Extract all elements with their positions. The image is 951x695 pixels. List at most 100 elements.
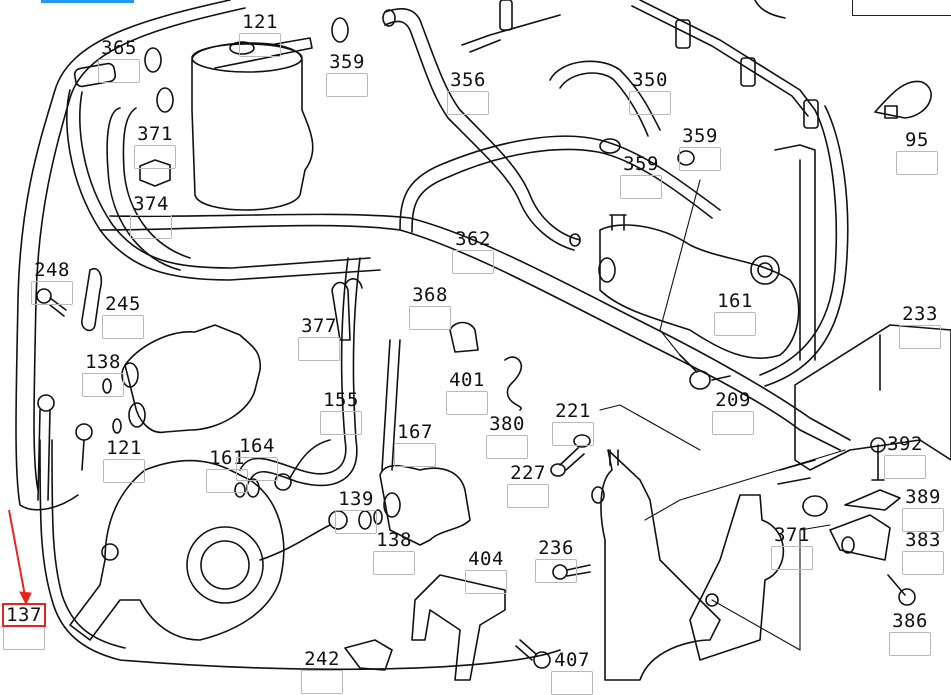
callout-161[interactable]: 161	[197, 448, 257, 493]
part-number: 121	[106, 437, 142, 459]
part-link-box[interactable]	[465, 570, 507, 594]
callout-155[interactable]: 155	[311, 390, 371, 435]
callout-242[interactable]: 242	[292, 649, 352, 694]
callout-95[interactable]: 95	[887, 130, 947, 175]
part-link-box[interactable]	[679, 147, 721, 171]
callout-245[interactable]: 245	[93, 294, 153, 339]
part-link-box[interactable]	[130, 215, 172, 239]
callout-138[interactable]: 138	[364, 530, 424, 575]
callout-248[interactable]: 248	[22, 260, 82, 305]
part-link-box[interactable]	[31, 281, 73, 305]
callout-356[interactable]: 356	[438, 70, 498, 115]
callout-383[interactable]: 383	[893, 530, 951, 575]
thermo-housing	[379, 464, 471, 546]
part-number: 380	[489, 413, 525, 435]
callout-392[interactable]: 392	[875, 434, 935, 479]
callout-374[interactable]: 374	[121, 194, 181, 239]
callout-121[interactable]: 121	[230, 12, 290, 57]
part-link-box[interactable]	[134, 145, 176, 169]
callout-359[interactable]: 359	[317, 52, 377, 97]
callout-121[interactable]: 121	[94, 438, 154, 483]
part-link-box[interactable]	[486, 435, 528, 459]
part-link-box[interactable]	[884, 455, 926, 479]
part-link-box[interactable]	[326, 73, 368, 97]
part-number: 155	[323, 389, 359, 411]
part-link-box[interactable]	[301, 670, 343, 694]
part-link-box[interactable]	[298, 337, 340, 361]
part-link-box[interactable]	[714, 312, 756, 336]
callout-137-highlighted[interactable]: 137	[0, 603, 54, 650]
leader-161	[659, 179, 701, 356]
callout-227[interactable]: 227	[498, 463, 558, 508]
callout-371[interactable]: 371	[762, 525, 822, 570]
callout-167[interactable]: 167	[385, 422, 445, 467]
callout-164[interactable]: 164	[227, 436, 287, 481]
part-link-box[interactable]	[712, 411, 754, 435]
part-link-box[interactable]	[507, 484, 549, 508]
part-number: 139	[338, 488, 374, 510]
part-link-box[interactable]	[3, 626, 45, 650]
callout-138[interactable]: 138	[73, 352, 133, 397]
part-link-box[interactable]	[629, 91, 671, 115]
part-number: 371	[774, 524, 810, 546]
part-link-box[interactable]	[102, 315, 144, 339]
fuel-line-return-2	[51, 439, 126, 649]
part-link-box[interactable]	[320, 411, 362, 435]
callout-365[interactable]: 365	[89, 38, 149, 83]
part-link-box[interactable]	[447, 91, 489, 115]
fuel-line-outer-2	[33, 7, 246, 491]
part-link-box[interactable]	[771, 546, 813, 570]
part-link-box[interactable]	[896, 151, 938, 175]
callout-386[interactable]: 386	[880, 611, 940, 656]
part-link-box[interactable]	[373, 551, 415, 575]
callout-407[interactable]: 407	[542, 650, 602, 695]
callout-368[interactable]: 368	[400, 285, 460, 330]
callout-209[interactable]: 209	[703, 390, 763, 435]
callout-362[interactable]: 362	[443, 229, 503, 274]
callout-221[interactable]: 221	[543, 401, 603, 446]
part-link-box[interactable]	[889, 632, 931, 656]
part-link-box[interactable]	[82, 373, 124, 397]
part-number: 377	[301, 315, 337, 337]
callout-359[interactable]: 359	[670, 126, 730, 171]
part-number: 368	[412, 284, 448, 306]
part-number: 359	[623, 153, 659, 175]
callout-389[interactable]: 389	[893, 487, 951, 532]
part-link-box[interactable]	[620, 175, 662, 199]
callout-139[interactable]: 139	[326, 489, 386, 534]
part-link-box[interactable]	[335, 510, 377, 534]
callout-233[interactable]: 233	[890, 304, 950, 349]
callout-404[interactable]: 404	[456, 549, 516, 594]
callout-401[interactable]: 401	[437, 370, 497, 415]
callout-161[interactable]: 161	[705, 291, 765, 336]
part-link-box[interactable]	[239, 33, 281, 57]
part-link-box[interactable]	[394, 443, 436, 467]
part-link-box[interactable]	[551, 671, 593, 695]
part-link-box[interactable]	[236, 457, 278, 481]
pump-body-vertical	[600, 449, 721, 681]
part-link-box[interactable]	[902, 551, 944, 575]
part-number: 233	[902, 303, 938, 325]
callout-371[interactable]: 371	[125, 124, 185, 169]
part-number: 401	[449, 369, 485, 391]
callout-377[interactable]: 377	[289, 316, 349, 361]
part-link-box[interactable]	[899, 325, 941, 349]
fuel-line-return	[39, 439, 561, 671]
part-link-box[interactable]	[206, 469, 248, 493]
part-link-box[interactable]	[452, 250, 494, 274]
callout-236[interactable]: 236	[526, 538, 586, 583]
part-link-box[interactable]	[902, 508, 944, 532]
callout-380[interactable]: 380	[477, 414, 537, 459]
part-link-box[interactable]	[552, 422, 594, 446]
callout-359[interactable]: 359	[611, 154, 671, 199]
part-link-box[interactable]	[446, 391, 488, 415]
callout-350[interactable]: 350	[620, 70, 680, 115]
part-link-box[interactable]	[535, 559, 577, 583]
part-link-box[interactable]	[103, 459, 145, 483]
part-number: 138	[376, 529, 412, 551]
part-link-box[interactable]	[98, 59, 140, 83]
part-number: 407	[554, 649, 590, 671]
part-link-box[interactable]	[409, 306, 451, 330]
